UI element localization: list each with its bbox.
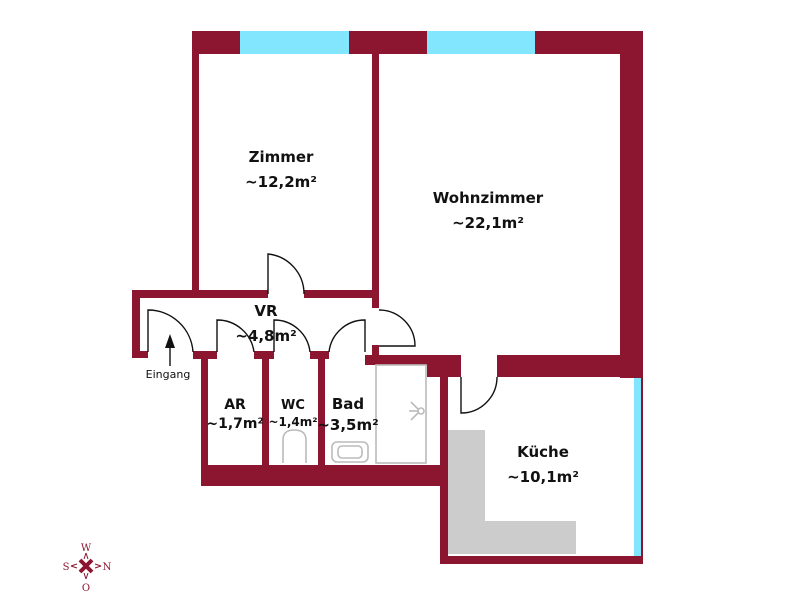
wall-kitchen-bottom xyxy=(440,556,643,564)
toilet-icon xyxy=(282,429,307,463)
entrance-label: Eingang xyxy=(146,368,191,381)
room-name-vr: VR xyxy=(254,302,278,320)
window-zimmer xyxy=(240,31,349,54)
door-entrance[interactable] xyxy=(147,309,194,353)
wall-zimmer-left xyxy=(192,31,199,297)
wall-vr-top-left xyxy=(132,290,268,298)
wall-center xyxy=(372,31,379,308)
sink-inner xyxy=(337,445,363,459)
door-wc[interactable] xyxy=(273,319,311,353)
compass-star-icon xyxy=(78,558,94,574)
room-area-zimmer: ~12,2m² xyxy=(245,173,317,191)
wall-vr-top-right xyxy=(304,290,379,298)
compass-top-label: W xyxy=(81,543,92,554)
door-bad[interactable] xyxy=(328,319,366,353)
wall-vr-door-stub xyxy=(372,345,379,360)
room-name-bad: Bad xyxy=(332,395,364,413)
door-ar[interactable] xyxy=(216,319,255,353)
shower-head-icon xyxy=(409,401,425,421)
sink-outer xyxy=(331,441,369,463)
room-name-ar: AR xyxy=(224,397,246,413)
entrance-arrow-icon xyxy=(165,334,175,348)
room-area-vr: ~4,8m² xyxy=(235,327,296,345)
room-name-wc: WC xyxy=(281,398,305,413)
compass-rose: W S N O xyxy=(63,543,112,594)
door-zimmer[interactable] xyxy=(267,253,305,295)
compass-left-label: S xyxy=(63,562,70,573)
room-area-bad: ~3,5m² xyxy=(317,416,378,434)
wall-ar-wc xyxy=(262,351,269,466)
room-area-kueche: ~10,1m² xyxy=(507,468,579,486)
shower-tray xyxy=(375,364,427,464)
kitchen-counter xyxy=(448,430,576,554)
wall-ar-left xyxy=(201,351,208,486)
compass-right-label: N xyxy=(103,562,112,573)
wall-vr-left xyxy=(132,290,140,358)
wall-vr-bottom-4 xyxy=(365,355,461,365)
door-kueche[interactable] xyxy=(460,376,498,414)
room-name-wohnzimmer: Wohnzimmer xyxy=(433,189,544,207)
door-wohnzimmer[interactable] xyxy=(378,309,416,347)
room-name-kueche: Küche xyxy=(517,443,569,461)
wall-wc-bad xyxy=(318,351,325,466)
wall-bathrooms-bottom xyxy=(201,465,448,486)
wall-right-upper xyxy=(620,31,643,378)
window-kueche xyxy=(634,378,641,556)
room-area-wohnzimmer: ~22,1m² xyxy=(452,214,524,232)
wall-vr-left-stub xyxy=(132,351,148,358)
room-name-zimmer: Zimmer xyxy=(249,148,314,166)
wall-wohnzimmer-bottom xyxy=(497,355,643,377)
room-area-wc: ~1,4m² xyxy=(268,415,317,429)
room-area-ar: ~1,7m² xyxy=(206,416,263,432)
compass-bottom-label: O xyxy=(82,583,90,594)
window-wohnzimmer xyxy=(427,31,535,54)
wall-kitchen-left xyxy=(440,365,448,563)
